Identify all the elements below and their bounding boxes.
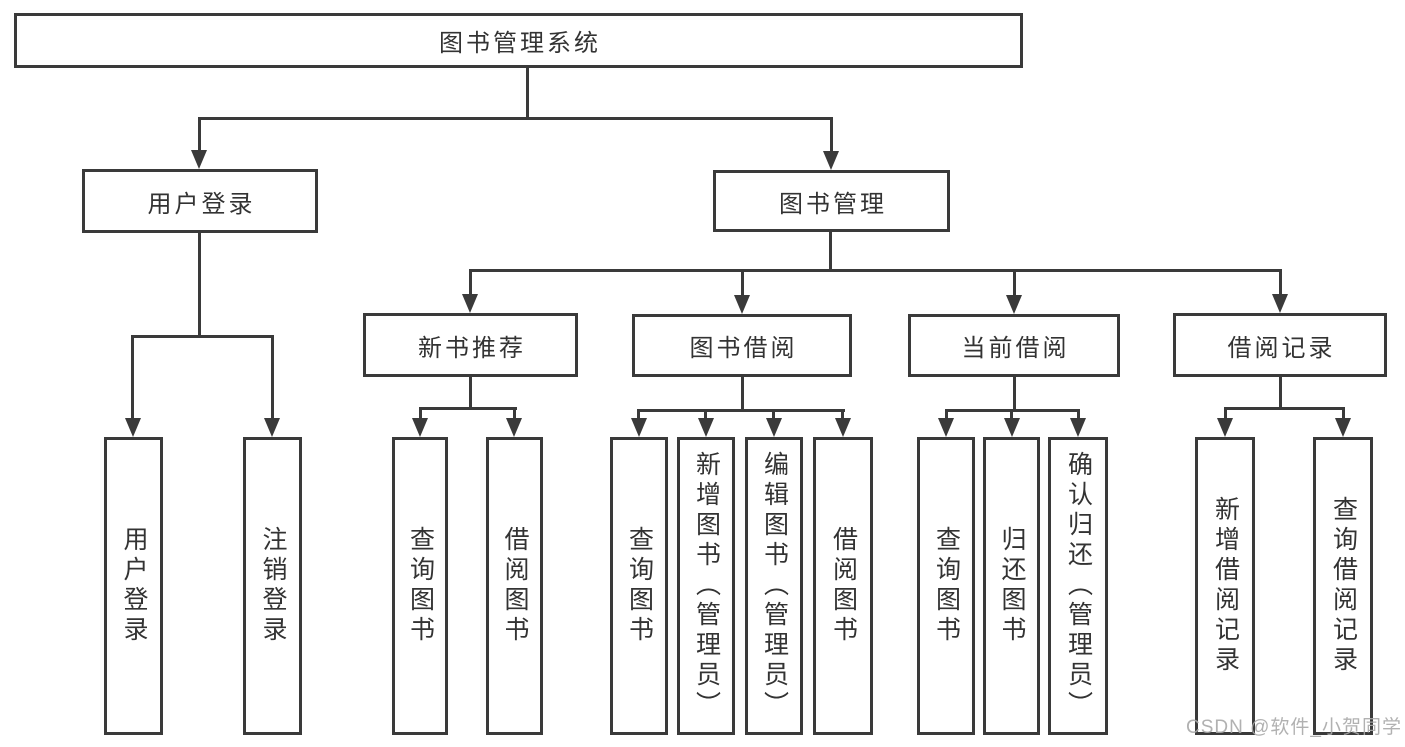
connector [131,335,274,338]
leaf-borrow-borrow-book-label: 借阅图书 [829,526,858,646]
leaf-borrow-edit-book: 编辑图书（管理员） [745,437,803,735]
leaf-borrow-add-book: 新增图书（管理员） [677,437,735,735]
arrow-down-icon [1070,418,1086,437]
node-root: 图书管理系统 [14,13,1023,68]
connector [1013,269,1016,302]
connector [1342,407,1345,423]
connector [469,269,472,301]
arrow-down-icon [766,418,782,437]
node-book-borrow-label: 图书借阅 [689,335,798,362]
node-current-borrow: 当前借阅 [908,314,1120,377]
node-book-management-label: 图书管理 [779,190,887,218]
leaf-borrow-query-label: 查询图书 [625,526,654,646]
connector [513,407,516,423]
arrow-down-icon [823,151,839,170]
node-new-book-recommend: 新书推荐 [363,313,578,377]
watermark: CSDN @软件_小贺同学 [1186,717,1402,738]
leaf-logout: 注销登录 [243,437,302,735]
node-user-login-branch-label: 用户登录 [147,190,256,218]
arrow-down-icon [1006,295,1022,314]
leaf-current-return: 归还图书 [983,437,1040,735]
connector [1013,377,1016,412]
leaf-newbook-query: 查询图书 [392,437,448,735]
leaf-current-query-label: 查询图书 [932,526,961,646]
leaf-user-login: 用户登录 [104,437,163,735]
connector [772,409,775,423]
connector [1010,409,1013,423]
connector [637,409,640,423]
node-book-management: 图书管理 [713,170,950,232]
leaf-current-query: 查询图书 [917,437,975,735]
node-book-borrow: 图书借阅 [632,314,852,377]
arrow-down-icon [264,418,280,437]
arrow-down-icon [1217,418,1233,437]
connector [198,117,833,120]
leaf-user-login-label: 用户登录 [120,526,148,646]
arrow-down-icon [835,418,851,437]
connector [945,409,948,423]
connector [741,377,744,412]
connector [1077,409,1080,423]
node-new-book-recommend-label: 新书推荐 [418,334,526,362]
leaf-current-confirm-return-label: 确认归还（管理员） [1064,451,1093,721]
leaf-logout-label: 注销登录 [259,526,287,646]
leaf-newbook-borrow: 借阅图书 [486,437,543,735]
arrow-down-icon [938,418,954,437]
leaf-newbook-borrow-label: 借阅图书 [501,526,529,646]
connector [829,232,832,272]
arrow-down-icon [1335,418,1351,437]
arrow-down-icon [506,418,522,437]
leaf-borrow-add-book-label: 新增图书（管理员） [692,451,721,721]
node-user-login-branch: 用户登录 [82,169,318,233]
arrow-down-icon [125,418,141,437]
connector [1224,407,1227,423]
connector [419,407,422,423]
node-current-borrow-label: 当前借阅 [961,335,1070,362]
connector [198,117,201,162]
leaf-current-return-label: 归还图书 [998,526,1026,646]
connector [830,117,833,163]
leaf-record-add-label: 新增借阅记录 [1211,496,1240,676]
node-borrow-record-label: 借阅记录 [1227,334,1336,362]
connector [469,269,1282,272]
connector [1224,407,1345,410]
leaf-record-query: 查询借阅记录 [1313,437,1373,735]
arrow-down-icon [1272,294,1288,313]
arrow-down-icon [191,150,207,169]
connector [637,409,845,412]
connector [198,233,201,337]
connector [741,269,744,302]
connector [469,377,472,410]
connector [704,409,707,423]
connector [271,335,274,423]
leaf-borrow-query: 查询图书 [610,437,668,735]
connector [526,68,529,120]
arrow-down-icon [412,418,428,437]
connector [1279,377,1282,410]
leaf-newbook-query-label: 查询图书 [406,526,435,646]
node-root-label: 图书管理系统 [439,30,601,57]
node-borrow-record: 借阅记录 [1173,313,1387,377]
arrow-down-icon [1004,418,1020,437]
connector [1279,269,1282,301]
arrow-down-icon [734,295,750,314]
leaf-record-add: 新增借阅记录 [1195,437,1255,735]
connector [131,335,134,423]
connector [841,409,844,423]
leaf-current-confirm-return: 确认归还（管理员） [1048,437,1108,735]
arrow-down-icon [698,418,714,437]
leaf-borrow-edit-book-label: 编辑图书（管理员） [760,451,789,721]
arrow-down-icon [631,418,647,437]
connector [419,407,517,410]
leaf-borrow-borrow-book: 借阅图书 [813,437,873,735]
leaf-record-query-label: 查询借阅记录 [1329,496,1358,676]
arrow-down-icon [462,294,478,313]
